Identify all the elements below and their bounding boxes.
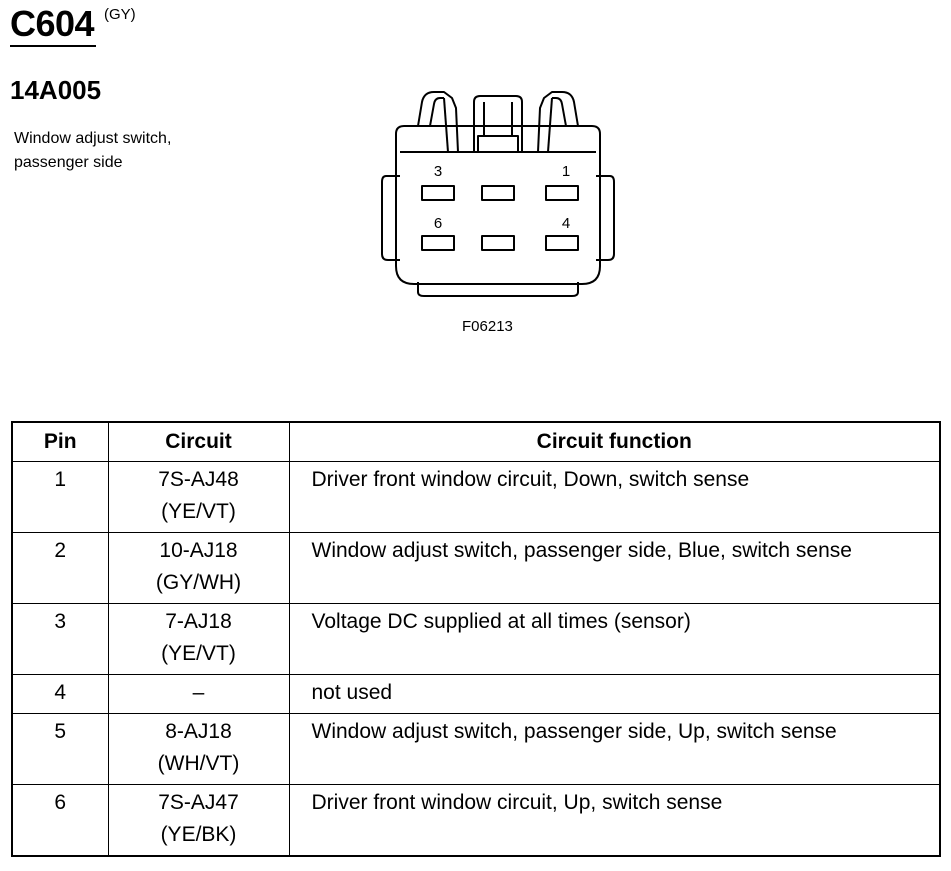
cavity-label-3: 3 bbox=[434, 163, 442, 180]
connector-color: (GY) bbox=[104, 6, 136, 23]
title-underline bbox=[10, 45, 96, 47]
circuit-id: 7-AJ18 bbox=[165, 610, 232, 633]
circuit-cell: 8-AJ18 (WH/VT) bbox=[107, 713, 290, 785]
table-row: 5 8-AJ18 (WH/VT) Window adjust switch, p… bbox=[11, 713, 941, 785]
cavity-label-4: 4 bbox=[562, 215, 570, 232]
connector-id: C604 bbox=[10, 3, 95, 44]
pinout-table: Pin Circuit Circuit function 1 7S-AJ48 (… bbox=[11, 421, 941, 857]
wire-color: (GY/WH) bbox=[155, 571, 242, 594]
circuit-id: – bbox=[192, 681, 205, 704]
circuit-cell: 7S-AJ47 (YE/BK) bbox=[107, 784, 290, 857]
circuit-cell: 10-AJ18 (GY/WH) bbox=[107, 532, 290, 604]
cavity-label-6: 6 bbox=[434, 215, 442, 232]
pin-number: 5 bbox=[11, 713, 109, 785]
table-row: 4 – not used bbox=[11, 674, 941, 714]
figure-code: F06213 bbox=[462, 318, 513, 335]
wire-color: (YE/VT) bbox=[161, 642, 236, 665]
wire-color: (YE/VT) bbox=[161, 500, 236, 523]
circuit-id: 7S-AJ47 bbox=[158, 791, 239, 814]
circuit-id: 10-AJ18 bbox=[159, 539, 238, 562]
header-pin: Pin bbox=[11, 421, 109, 462]
pin-number: 6 bbox=[11, 784, 109, 857]
connector-face-drawing: 3 1 6 4 bbox=[381, 91, 615, 297]
wire-color: (WH/VT) bbox=[157, 752, 240, 775]
table-row: 3 7-AJ18 (YE/VT) Voltage DC supplied at … bbox=[11, 603, 941, 675]
circuit-id: 8-AJ18 bbox=[165, 720, 232, 743]
circuit-function: Voltage DC supplied at all times (sensor… bbox=[288, 603, 941, 675]
circuit-function: Window adjust switch, passenger side, Bl… bbox=[288, 532, 941, 604]
table-row: 6 7S-AJ47 (YE/BK) Driver front window ci… bbox=[11, 784, 941, 857]
circuit-function: Window adjust switch, passenger side, Up… bbox=[288, 713, 941, 785]
part-number: 14A005 bbox=[10, 75, 102, 105]
header-circuit: Circuit bbox=[107, 421, 290, 462]
connector-face-diagram: 3 1 6 4 bbox=[378, 88, 618, 300]
cavity-label-1: 1 bbox=[562, 163, 570, 180]
table-row: 1 7S-AJ48 (YE/VT) Driver front window ci… bbox=[11, 461, 941, 533]
component-description: Window adjust switch, passenger side bbox=[14, 130, 172, 171]
table-header-row: Pin Circuit Circuit function bbox=[11, 421, 941, 462]
circuit-cell: 7-AJ18 (YE/VT) bbox=[107, 603, 290, 675]
header-circuit-function: Circuit function bbox=[288, 421, 941, 462]
circuit-cell: 7S-AJ48 (YE/VT) bbox=[107, 461, 290, 533]
circuit-id: 7S-AJ48 bbox=[158, 468, 239, 491]
circuit-function: Driver front window circuit, Up, switch … bbox=[288, 784, 941, 857]
wire-color: (YE/BK) bbox=[160, 823, 237, 846]
pin-number: 4 bbox=[11, 674, 109, 714]
pin-number: 3 bbox=[11, 603, 109, 675]
table-row: 2 10-AJ18 (GY/WH) Window adjust switch, … bbox=[11, 532, 941, 604]
circuit-function: Driver front window circuit, Down, switc… bbox=[288, 461, 941, 533]
pin-number: 2 bbox=[11, 532, 109, 604]
circuit-function: not used bbox=[288, 674, 941, 714]
pin-number: 1 bbox=[11, 461, 109, 533]
circuit-cell: – bbox=[107, 674, 290, 714]
